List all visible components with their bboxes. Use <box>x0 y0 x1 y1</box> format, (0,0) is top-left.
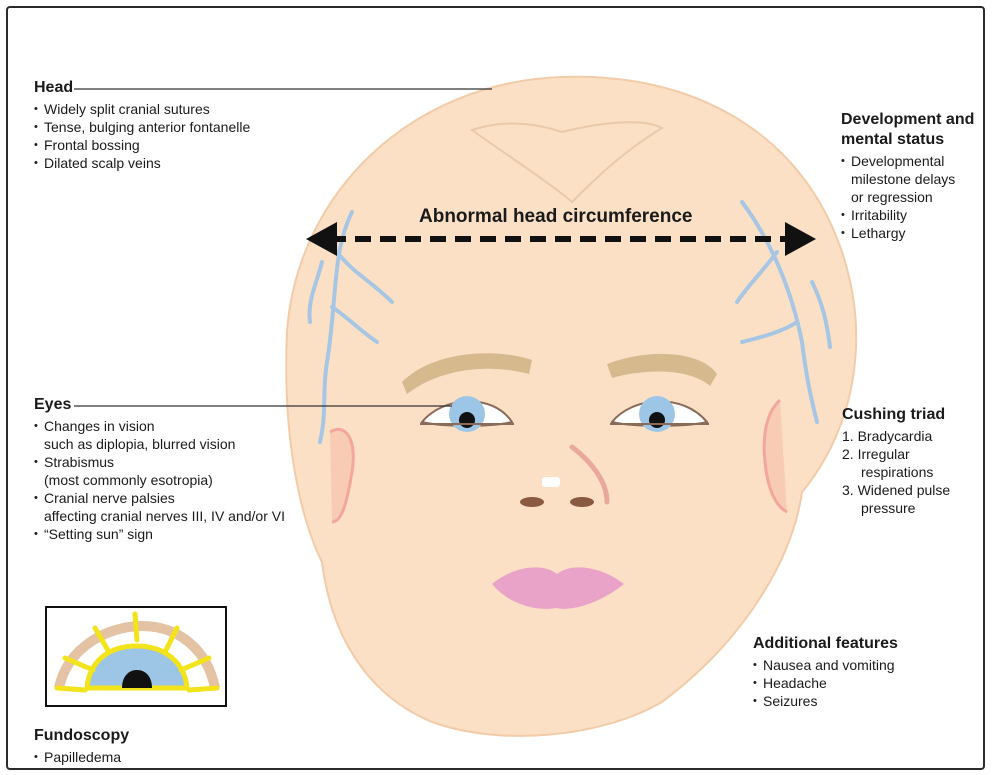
head-findings: Head Widely split cranial sutures Tense,… <box>34 78 250 172</box>
fundoscopy-title: Fundoscopy <box>34 726 129 746</box>
left-nostril <box>520 497 544 507</box>
development-title: Development and mental status <box>841 110 974 150</box>
additional-title: Additional features <box>753 634 898 654</box>
eyes-item: Changes in vision <box>34 417 285 435</box>
eyes-item: Cranial nerve palsies <box>34 489 285 507</box>
development-title-line1: Development and <box>841 111 974 128</box>
cushing-item: 1. Bradycardia <box>842 427 950 445</box>
additional-item: Headache <box>753 674 898 692</box>
cushing-item: 2. Irregular <box>842 445 950 463</box>
eyes-item: Strabismus <box>34 453 285 471</box>
head-item: Tense, bulging anterior fontanelle <box>34 118 250 136</box>
eyes-title: Eyes <box>34 395 285 415</box>
fundoscopy-findings: Fundoscopy Papilledema <box>34 726 129 766</box>
eyes-findings: Eyes Changes in vision such as diplopia,… <box>34 395 285 543</box>
eyes-item-cont: such as diplopia, blurred vision <box>34 435 285 453</box>
eyes-item-cont: (most commonly esotropia) <box>34 471 285 489</box>
fundoscopy-item: Papilledema <box>34 748 129 766</box>
head-item: Widely split cranial sutures <box>34 100 250 118</box>
additional-item: Nausea and vomiting <box>753 656 898 674</box>
figure-frame: Abnormal head circumference Head Widely … <box>6 6 985 770</box>
head-circumference-label: Abnormal head circumference <box>419 206 692 228</box>
papilledema-illustration <box>47 608 225 705</box>
development-item: Irritability <box>841 206 974 224</box>
head-item: Dilated scalp veins <box>34 154 250 172</box>
development-findings: Development and mental status Development… <box>841 110 974 242</box>
development-item: Developmental <box>841 152 974 170</box>
eyes-item: “Setting sun” sign <box>34 525 285 543</box>
development-item-cont: or regression <box>841 188 974 206</box>
development-item-cont: milestone delays <box>841 170 974 188</box>
head-item: Frontal bossing <box>34 136 250 154</box>
additional-features: Additional features Nausea and vomiting … <box>753 634 898 710</box>
additional-item: Seizures <box>753 692 898 710</box>
head-title: Head <box>34 78 250 98</box>
fundoscopy-image <box>45 606 227 707</box>
nose-highlight <box>542 477 560 487</box>
cushing-text: Widened pulse <box>858 482 951 498</box>
cushing-number: 3. <box>842 482 854 498</box>
cushing-triad: Cushing triad 1. Bradycardia 2. Irregula… <box>842 405 950 517</box>
development-item: Lethargy <box>841 224 974 242</box>
cushing-item: 3. Widened pulse <box>842 481 950 499</box>
cushing-title: Cushing triad <box>842 405 950 425</box>
cushing-text: Irregular <box>858 446 910 462</box>
development-title-line2: mental status <box>841 131 944 148</box>
cushing-item-cont: pressure <box>842 499 950 517</box>
right-nostril <box>570 497 594 507</box>
cushing-text: Bradycardia <box>858 428 933 444</box>
cushing-number: 1. <box>842 428 854 444</box>
eyes-item-cont: affecting cranial nerves III, IV and/or … <box>34 507 285 525</box>
cushing-number: 2. <box>842 446 854 462</box>
cushing-item-cont: respirations <box>842 463 950 481</box>
